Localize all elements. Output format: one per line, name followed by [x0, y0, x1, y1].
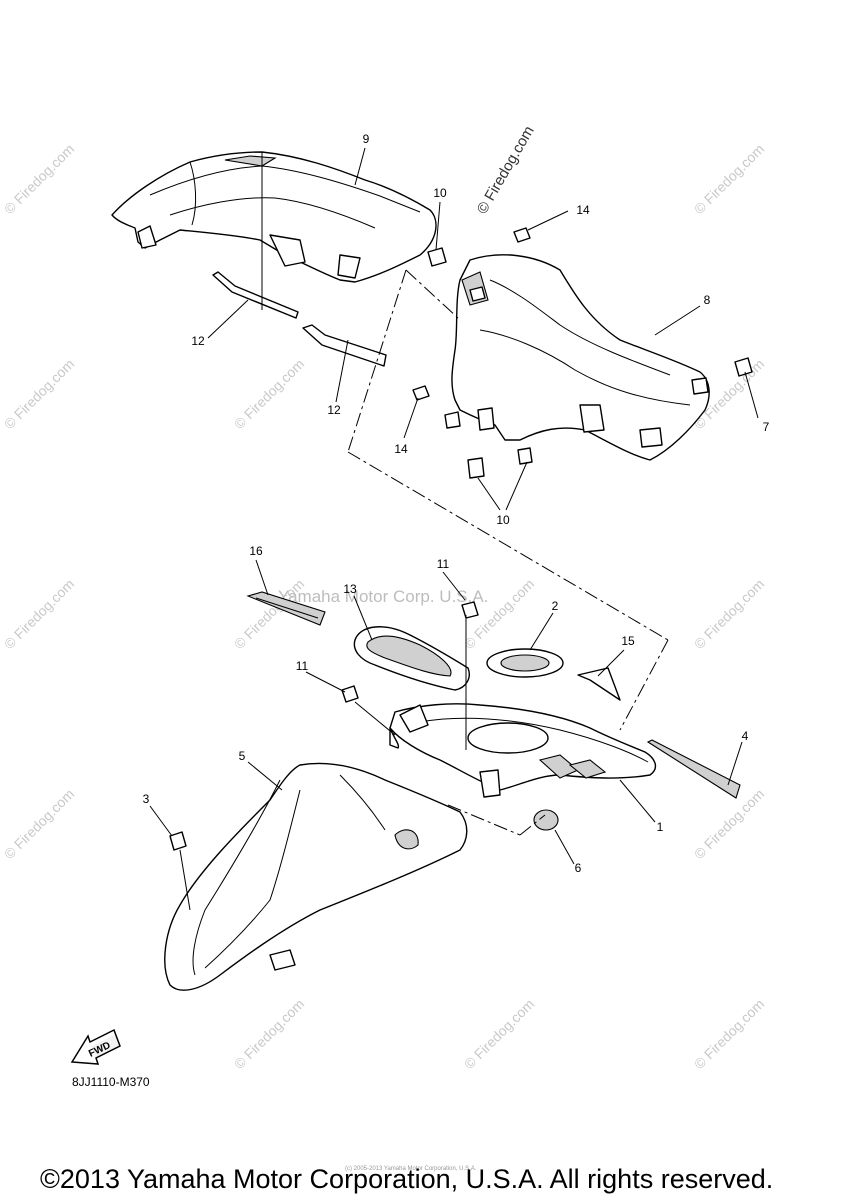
callout-9: 9: [363, 132, 370, 146]
part-15-piece: [577, 667, 621, 701]
screw-3: [169, 831, 187, 851]
clip-10: [427, 247, 447, 267]
watermark-text: © Firedog.com: [691, 996, 767, 1072]
callout-15: 15: [621, 634, 635, 648]
watermark-text: © Firedog.com: [691, 786, 767, 862]
screw-11: [461, 601, 479, 619]
callout-numbers: 9 10 14 8 7 12 12 14 10 16 11 13 2 15 11…: [143, 132, 770, 875]
part-4-strip: [646, 739, 741, 799]
part-13-trim: [353, 626, 470, 691]
watermark-text: © Firedog.com: [231, 356, 307, 432]
callout-14: 14: [394, 442, 408, 456]
watermark-owner: Yamaha Motor Corp. U.S.A.: [278, 587, 488, 606]
callout-10: 10: [433, 186, 447, 200]
fasteners-lower: [169, 601, 479, 851]
fine-print: (c) 2005-2013 Yamaha Motor Corporation, …: [345, 1166, 477, 1172]
watermark-text: © Firedog.com: [1, 786, 77, 862]
part-9-cover: [111, 151, 437, 283]
screw-14: [513, 227, 531, 243]
callout-11: 11: [437, 557, 450, 571]
leader-lines: [149, 147, 759, 865]
watermark-text: © Firedog.com: [1, 356, 77, 432]
watermark-text: © Firedog.com: [691, 141, 767, 217]
part-1-inner-panel: [389, 703, 657, 798]
callout-13: 13: [343, 582, 357, 596]
part-12-strips: [212, 271, 387, 367]
screw-14: [412, 385, 430, 401]
watermark-text: © Firedog.com: [1, 141, 77, 217]
callout-2: 2: [552, 599, 559, 613]
part-16-decal: [246, 591, 326, 626]
copyright-notice: ©2013 Yamaha Motor Corporation, U.S.A. A…: [40, 1164, 773, 1194]
fasteners-upper: [412, 227, 753, 479]
fwd-arrow: FWD: [70, 1028, 121, 1065]
callout-6: 6: [575, 861, 582, 875]
diagram-code: 8JJ1110-M370: [72, 1075, 150, 1089]
part-2-grommet: [486, 648, 564, 678]
watermark-text: © Firedog.com: [231, 996, 307, 1072]
clip-10: [444, 411, 461, 429]
callout-12: 12: [327, 403, 341, 417]
part-5-cowl: [164, 762, 468, 991]
callout-12: 12: [191, 334, 205, 348]
callout-4: 4: [742, 729, 749, 743]
callout-3: 3: [143, 792, 150, 806]
watermark-text: © Firedog.com: [1, 576, 77, 652]
callout-14: 14: [576, 203, 590, 217]
callout-11: 11: [296, 659, 309, 673]
callout-1: 1: [657, 820, 664, 834]
part-6-cap: [533, 809, 559, 831]
watermark-text: © Firedog.com: [691, 576, 767, 652]
clip-10: [467, 457, 485, 479]
callout-5: 5: [239, 749, 246, 763]
callout-16: 16: [249, 544, 263, 558]
screw-7: [734, 357, 753, 377]
clip-10: [517, 447, 533, 465]
callout-7: 7: [763, 420, 770, 434]
assembly-lines: [179, 178, 669, 911]
watermark-text: © Firedog.com: [461, 996, 537, 1072]
callout-8: 8: [704, 293, 711, 307]
watermark-text: © Firedog.com: [474, 123, 538, 217]
screw-11: [341, 685, 359, 703]
part-8-panel: [451, 254, 710, 461]
callout-10: 10: [496, 513, 510, 527]
